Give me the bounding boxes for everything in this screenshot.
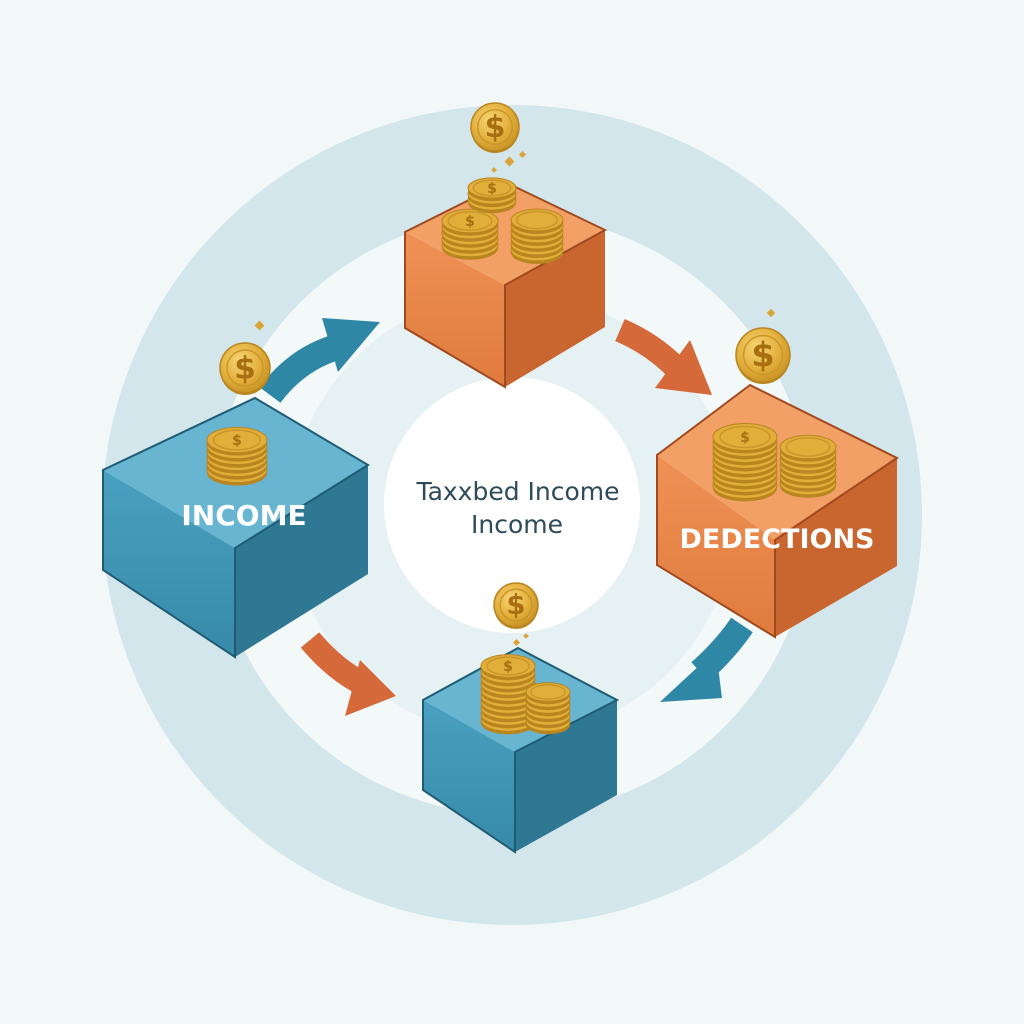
svg-text:$: $ — [232, 433, 242, 449]
svg-text:$: $ — [487, 181, 497, 197]
center-label-line1: Taxxbed Income — [415, 477, 619, 506]
coin-sparkle — [518, 150, 527, 159]
curved-arrow-icon — [660, 617, 753, 702]
dollar-coin-icon: $ — [735, 327, 791, 384]
coin-sparkle — [766, 308, 776, 318]
svg-text:$: $ — [234, 351, 256, 387]
coin-stack-icon — [779, 434, 837, 498]
coin-stack-icon: $ — [480, 654, 536, 735]
svg-text:$: $ — [506, 589, 525, 621]
deductions-label: DEDECTIONS — [680, 524, 875, 555]
coin-stack-icon — [510, 208, 564, 264]
center-disc — [384, 377, 640, 633]
dollar-coin-icon: $ — [493, 582, 539, 629]
coin-sparkle — [504, 156, 515, 167]
svg-text:$: $ — [751, 335, 774, 374]
coin-sparkle — [512, 638, 521, 647]
top-orange-box — [404, 180, 608, 389]
coin-stack-icon: $ — [441, 208, 499, 260]
coin-stack-icon: $ — [206, 426, 268, 486]
curved-arrow-icon — [300, 632, 396, 716]
coin-sparkle — [491, 167, 497, 173]
coin-stack-icon: $ — [467, 177, 517, 214]
coin-stack-icon — [525, 682, 571, 735]
svg-text:$: $ — [503, 659, 513, 675]
coins-layer: $ $ $ $ $ $ $ $ $ — [206, 102, 837, 735]
income-label: INCOME — [181, 499, 306, 532]
svg-text:$: $ — [740, 430, 750, 446]
dollar-coin-icon: $ — [470, 102, 520, 153]
center-label-line2: Income — [471, 510, 563, 539]
curved-arrow-icon — [615, 318, 712, 395]
coin-sparkle — [523, 633, 529, 639]
curved-arrow-icon — [259, 318, 380, 404]
svg-text:$: $ — [465, 214, 475, 230]
coin-stack-icon: $ — [712, 423, 778, 502]
dollar-coin-icon: $ — [219, 342, 271, 395]
svg-text:$: $ — [485, 110, 506, 145]
